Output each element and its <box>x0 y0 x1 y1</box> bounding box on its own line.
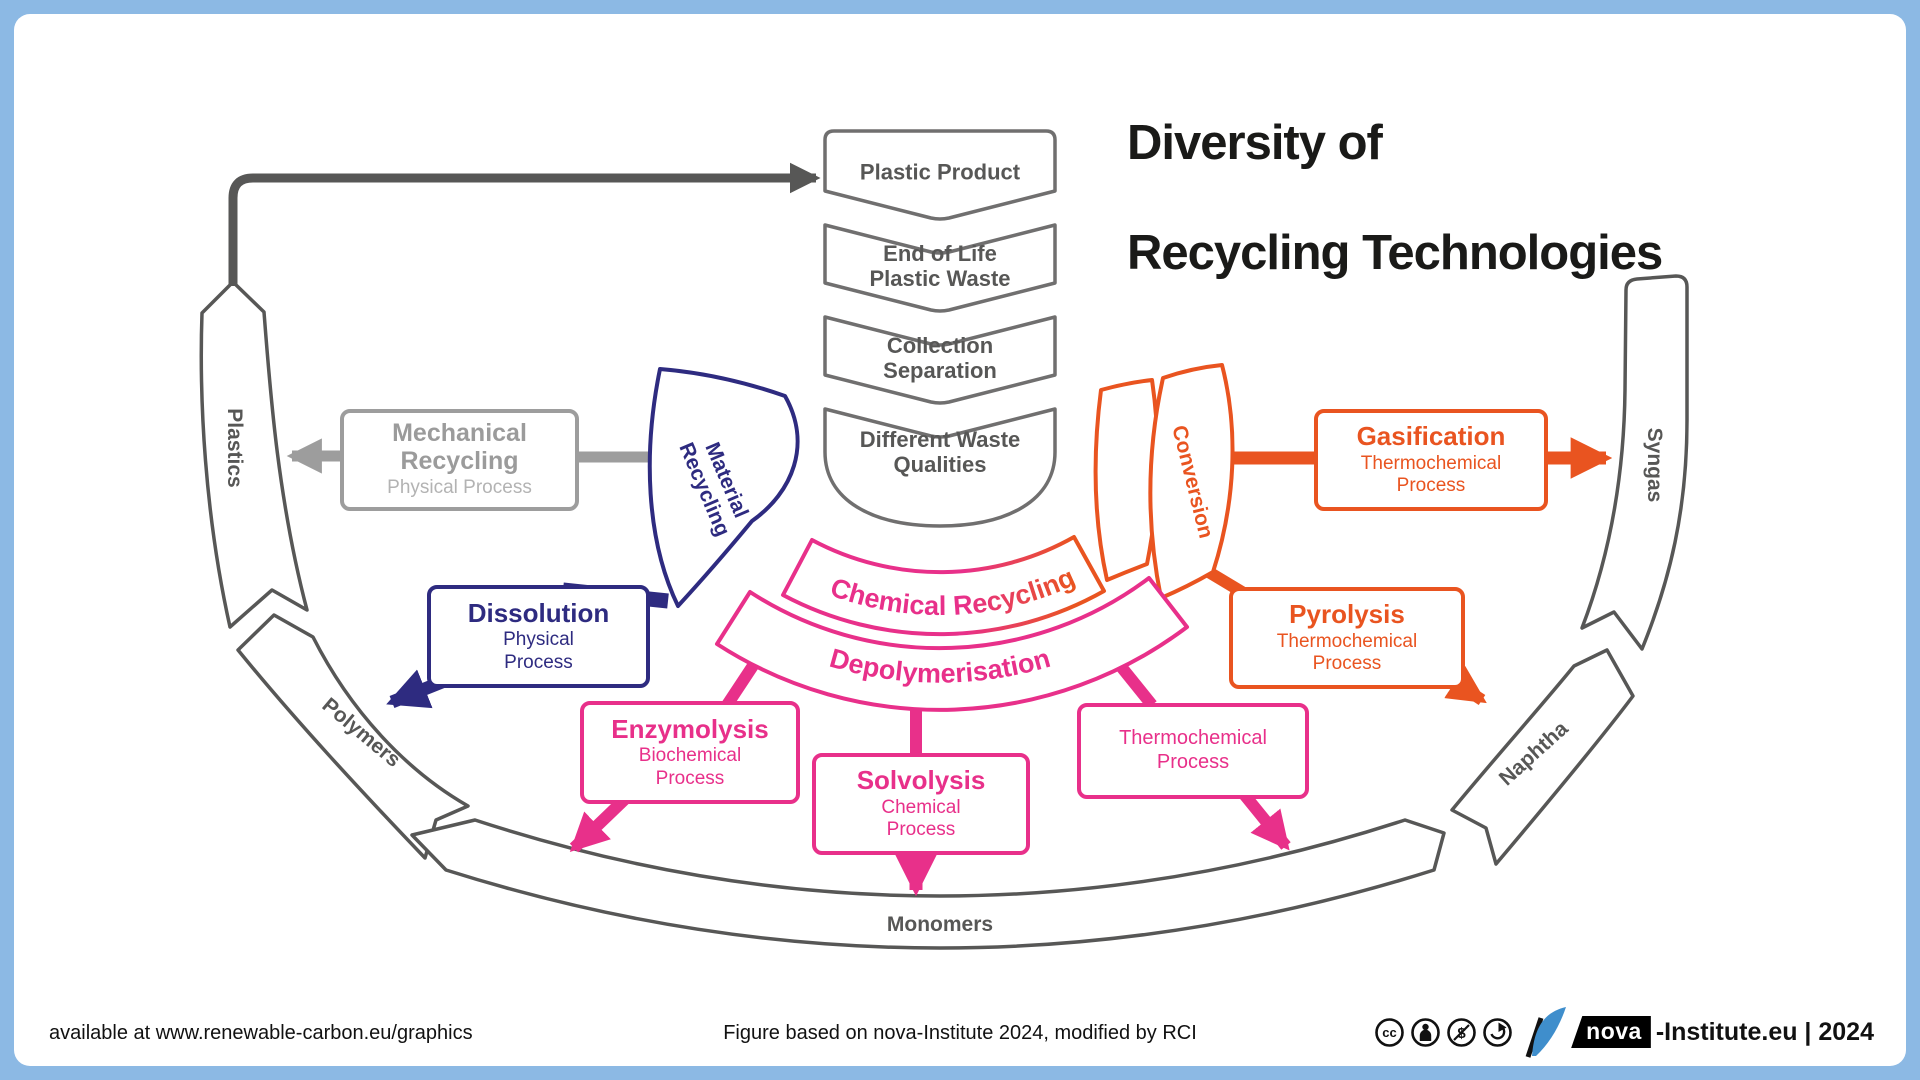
solvolysis-subtitle: Chemical Process <box>881 796 961 841</box>
material-recycling-wedge <box>647 367 800 608</box>
enzymolysis-box: Enzymolysis Biochemical Process <box>580 701 800 804</box>
depolymerisation-band <box>715 576 1189 712</box>
syngas-segment <box>1580 274 1689 651</box>
solvolysis-box: Solvolysis Chemical Process <box>812 753 1030 855</box>
pyrolysis-subtitle: Thermochemical Process <box>1276 630 1418 675</box>
solvolysis-title: Solvolysis <box>856 765 986 796</box>
cc-nc-icon: $ <box>1447 1017 1476 1047</box>
footer-brand-block: cc $ nova -Institute.eu | 2024 <box>1374 1006 1874 1058</box>
page-title-line2: Recycling Technologies <box>1127 225 1663 280</box>
enzymolysis-title: Enzymolysis <box>611 713 769 744</box>
nova-institute-text: -Institute.eu | 2024 <box>1655 1017 1874 1046</box>
svg-text:cc: cc <box>1382 1025 1396 1040</box>
ring-label-syngas: Syngas <box>1642 427 1666 503</box>
ring-label-monomers: Monomers <box>886 913 994 937</box>
monomers-segment <box>410 818 1446 950</box>
flow-label-end-of-life: End of Life Plastic Waste <box>869 240 1011 291</box>
thermochemical-process-box: Thermochemical Process <box>1077 703 1309 799</box>
pyrolysis-title: Pyrolysis <box>1289 599 1405 630</box>
conversion-sliver <box>1093 378 1160 582</box>
gasification-title: Gasification <box>1356 421 1506 452</box>
pyrolysis-box: Pyrolysis Thermochemical Process <box>1229 587 1465 689</box>
flow-step-end-of-life <box>823 223 1057 313</box>
flow-label-plastic-product: Plastic Product <box>859 159 1021 185</box>
flow-label-collection: Collection Separation <box>883 332 997 383</box>
gasification-box: Gasification Thermochemical Process <box>1314 409 1548 511</box>
page-title-line1: Diversity of <box>1127 116 1383 170</box>
ring-label-plastics: Plastics <box>222 408 246 488</box>
plastics-to-product-arrow <box>228 162 821 286</box>
gasification-subtitle: Thermochemical Process <box>1360 452 1502 497</box>
flow-step-collection <box>823 315 1057 405</box>
dissolution-subtitle: Physical Process <box>503 629 574 673</box>
flow-step-plastic-product <box>823 129 1057 221</box>
thermochemical-to-monomers-arrow <box>1238 789 1291 851</box>
plastics-segment <box>199 280 309 629</box>
cc-icon: cc <box>1375 1017 1404 1047</box>
conversion-wedge <box>1148 363 1235 600</box>
nova-logo-wordmark: nova <box>1571 1016 1651 1048</box>
flow-step-qualities <box>823 407 1057 528</box>
enzymolysis-subtitle: Biochemical Process <box>638 745 742 789</box>
cc-sa-icon <box>1483 1017 1512 1047</box>
naphtha-segment <box>1450 648 1635 866</box>
mechanical-recycling-box: Mechanical Recycling Physical Process <box>340 409 579 511</box>
flow-label-qualities: Different Waste Qualities <box>859 426 1021 477</box>
dissolution-box: Dissolution Physical Process <box>427 585 650 688</box>
nova-swoosh-icon <box>1525 1007 1567 1058</box>
chemical-recycling-band <box>781 535 1106 637</box>
dissolution-title: Dissolution <box>467 597 610 628</box>
footer-availability-text: available at www.renewable-carbon.eu/gra… <box>49 1022 473 1044</box>
polymers-segment <box>236 613 470 860</box>
footer-attribution-text: Figure based on nova-Institute 2024, mod… <box>723 1022 1197 1044</box>
mechanical-recycling-title: Mechanical Recycling <box>392 419 527 475</box>
thermochemical-process-label: Thermochemical Process <box>1119 727 1267 773</box>
cc-by-icon <box>1411 1017 1440 1047</box>
enzymolysis-to-monomers-arrow <box>569 794 630 853</box>
page-title: Diversity of Recycling Technologies <box>1127 116 1663 281</box>
mechanical-recycling-subtitle: Physical Process <box>387 477 532 499</box>
